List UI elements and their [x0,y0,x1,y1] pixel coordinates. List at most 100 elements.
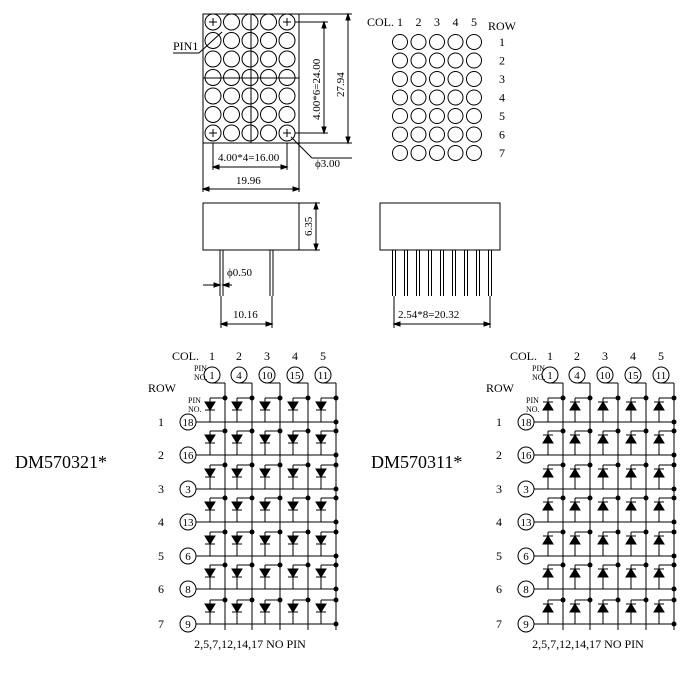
row-number: 4 [158,515,164,529]
led-dot [392,108,408,124]
led-dot [392,71,408,87]
led-diode-icon [287,468,299,478]
led-dot [429,108,445,124]
led-dot [260,69,277,86]
index-col-number: 5 [471,15,477,29]
row-number: 2 [158,448,164,462]
led-dot [278,50,296,68]
dim-height-total: 27.94 [335,72,347,97]
column-pin-number: 15 [628,370,640,382]
junction-dot [671,395,677,401]
led-dot [278,106,296,123]
model-label-dm570311: DM570311* [371,452,462,472]
junction-dot [333,395,339,401]
column-pin-number: 1 [209,370,215,382]
led-diode-icon [653,535,665,545]
row-label: ROW [148,381,177,395]
led-diode-icon [287,535,299,545]
junction-dot [249,462,255,468]
led-diode-icon [204,568,216,578]
junction-dot [305,428,311,434]
junction-dot [560,395,566,401]
row-label: ROW [486,381,515,395]
row-number: 3 [496,482,502,496]
led-dot [447,89,464,106]
junction-dot [671,597,677,603]
index-row-number: 5 [499,109,505,123]
junction-dot [222,597,228,603]
led-diode-icon [597,501,609,511]
led-dot [447,145,464,161]
led-dot [223,69,240,86]
row-pin-number: 8 [523,584,529,596]
dim-width-total: 19.96 [236,175,261,187]
dim-height-pitch: 4.00*6=24.00 [311,58,323,120]
led-diode-icon [231,603,243,613]
column-pin-number: 4 [574,370,580,382]
row-pin-number: 3 [523,484,529,496]
model-label-dm570321: DM570321* [15,452,107,472]
dim-width-pitch: 4.00*4=16.00 [218,152,280,164]
row-number: 1 [496,415,502,429]
row-number: 5 [496,549,502,563]
junction-dot [587,462,593,468]
led-diode-icon [625,401,637,411]
junction-dot [560,562,566,568]
junction-dot [615,597,621,603]
led-diode-icon [315,401,327,411]
led-dot [410,71,427,87]
led-diode-icon [597,434,609,444]
led-diode-icon [542,468,554,478]
led-dot [260,124,277,142]
row-pin-number: 9 [523,619,529,631]
junction-dot [643,562,649,568]
junction-dot [560,428,566,434]
junction-dot [560,529,566,535]
led-diode-icon [259,401,271,411]
led-dot [260,87,277,105]
pin-no-label: NO. [532,373,546,382]
led-diode-icon [259,603,271,613]
led-dot [204,69,222,86]
row-number: 6 [496,582,502,596]
junction-dot [277,529,283,535]
led-dot [447,71,464,87]
junction-dot [643,529,649,535]
led-dot [410,145,427,161]
row-pin-number: 13 [521,517,533,529]
led-diode-icon [597,535,609,545]
led-diode-icon [542,401,554,411]
junction-dot [643,395,649,401]
led-dot [447,126,464,143]
junction-dot [277,495,283,501]
pin-no-label: NO. [188,405,202,414]
dim-pin-spacing: 10.16 [233,309,258,321]
led-dot [466,89,482,106]
led-dot [223,106,240,123]
index-row-number: 1 [499,35,505,49]
column-pin-number: 11 [656,370,667,382]
led-dot [223,124,240,142]
column-pin-number: 10 [262,370,274,382]
junction-dot [333,621,339,627]
junction-dot [615,395,621,401]
led-diode-icon [231,434,243,444]
column-number: 2 [574,349,580,363]
led-dot [429,52,445,69]
led-diode-icon [231,535,243,545]
pin-no-label: NO. [194,373,208,382]
junction-dot [560,495,566,501]
led-dot [241,106,259,123]
column-pin-number: 11 [318,370,329,382]
junction-dot [671,495,677,501]
pin1-label: PIN1 [173,39,198,53]
led-diode-icon [597,401,609,411]
index-row-label: ROW [488,19,517,33]
junction-dot [333,462,339,468]
junction-dot [560,597,566,603]
junction-dot [671,428,677,434]
column-number: 2 [236,349,242,363]
row-pin-number: 16 [521,450,533,462]
